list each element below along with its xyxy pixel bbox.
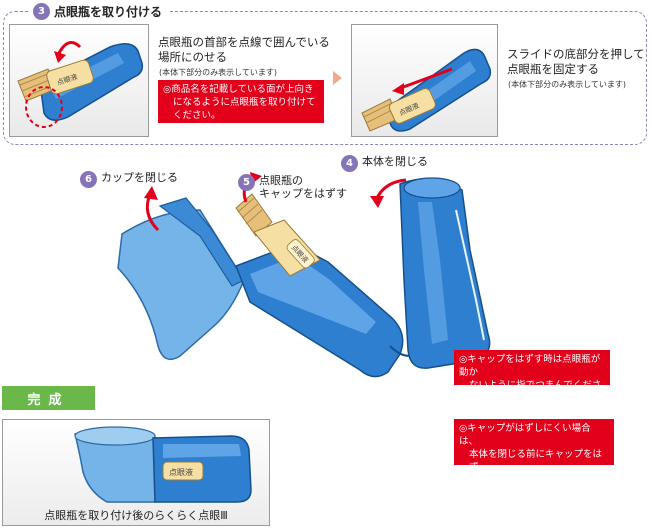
step5-label: 5 点眼瓶の キャップをはずす: [238, 174, 347, 200]
rotate-arrow-icon: [56, 41, 82, 56]
cap-warning: ◎キャップをはずす時は点眼瓶が動か ないように指でつまんでください。: [454, 350, 610, 404]
complete-heading: 完成: [2, 386, 95, 410]
neck-dotted-circle: [25, 86, 63, 128]
step3-left-desc: 点眼瓶の首部を点線で囲んでいる 場所にのせる: [158, 35, 330, 64]
step-number-6: 6: [80, 171, 97, 188]
step3-panel: [3, 11, 647, 145]
complete-illustration: 点眼液: [74, 426, 252, 503]
assembly-illustration: 点眼液: [117, 172, 491, 378]
step3-right-illustration: 点眼液: [351, 24, 498, 137]
step4-label: 4 本体を閉じる: [341, 155, 428, 172]
step3-right-note: (本体下部分のみ表示しています): [508, 80, 627, 89]
svg-text:点眼液: 点眼液: [169, 467, 193, 477]
step-number-3: 3: [33, 2, 50, 20]
next-step-arrow-icon: [333, 71, 342, 85]
step3-header: 3 点眼瓶を取り付ける: [30, 1, 171, 21]
step3-left-note: (本体下部分のみ表示しています): [159, 68, 278, 77]
complete-panel: 点眼液 点眼瓶を取り付け後のらくらく点眼Ⅲ: [2, 419, 270, 526]
step-number-4: 4: [341, 155, 358, 172]
step3-right-desc: スライドの底部分を押して 点眼瓶を固定する: [507, 47, 645, 76]
step3-title: 点眼瓶を取り付ける: [54, 4, 163, 19]
step3-left-illustration: 点眼液: [9, 24, 149, 137]
eye-cup-shape: [117, 209, 245, 361]
complete-caption: 点眼瓶を取り付け後のらくらく点眼Ⅲ: [44, 509, 228, 522]
step3-warning: ◎商品名を記載している面が上向き になるように点眼瓶を取り付けて ください。: [158, 80, 324, 123]
step-number-5: 5: [238, 174, 255, 191]
hard-cap-warning: ◎キャップがはずしにくい場合は、 本体を閉じる前にキャップをはず し、点眼瓶を取…: [454, 419, 614, 499]
step6-label: 6 カップを閉じる: [80, 171, 178, 188]
